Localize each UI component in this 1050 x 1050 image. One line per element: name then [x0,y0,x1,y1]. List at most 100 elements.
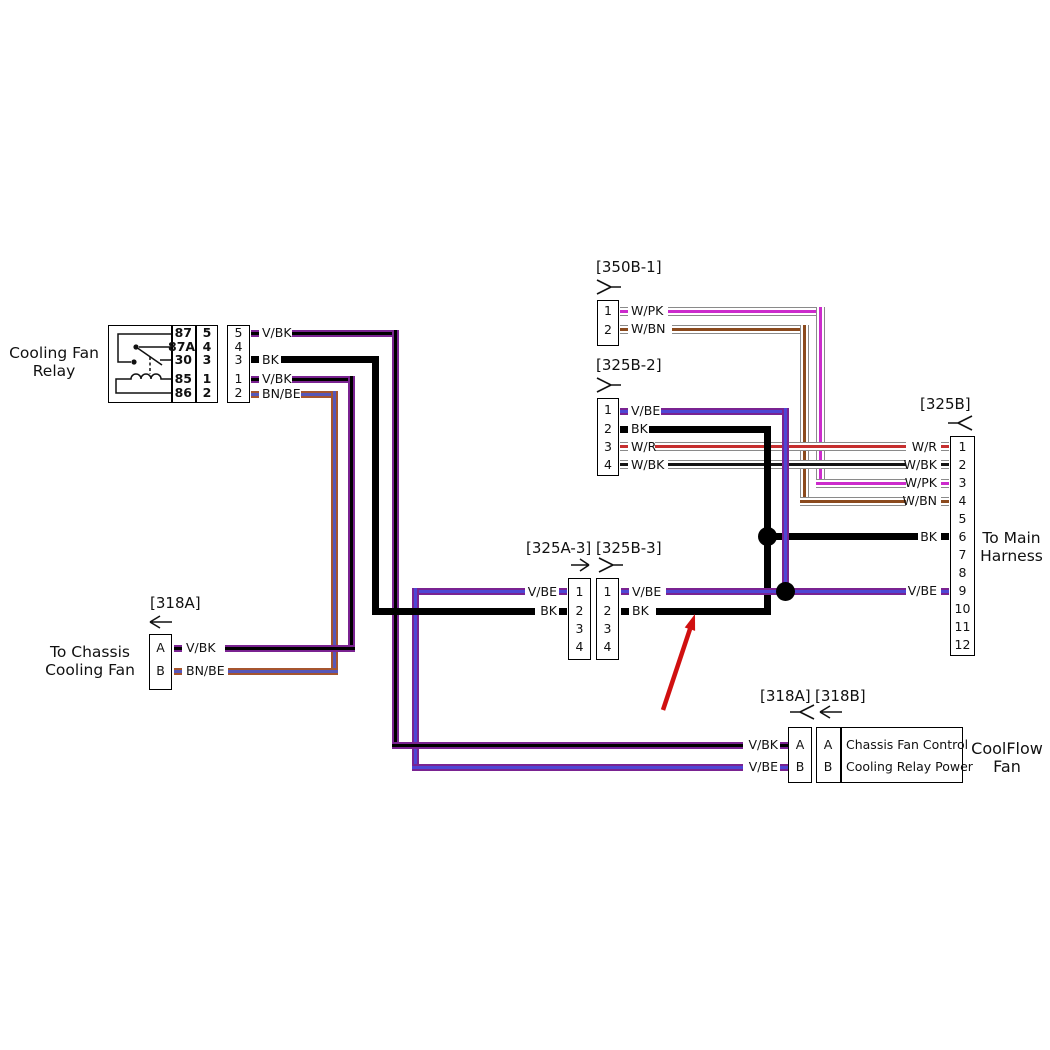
connector-318a-fan-box [788,727,812,783]
c325b-pin-3: 3 [958,475,967,490]
c325b-pin-8: 8 [958,565,967,580]
connector-318b-fan-name: [318B] [815,687,866,705]
connector-350b1-arrow-icon [596,279,621,295]
fan-wire-label-vbe: V/BE [748,759,778,774]
c325b3-pin-3: 3 [603,621,612,636]
relay-symbol [115,333,171,394]
relay-wire-label-bnbe2: BN/BE [262,386,301,401]
relay-terminal-30: 30 [174,352,192,367]
c325b2-wire-label-wbk: W/BK [631,457,665,472]
relay-wire-label-vbk1: V/BK [262,371,292,386]
wire-vbe-left-h2 [412,764,743,771]
wire-bk3-h2 [372,608,535,615]
wire-wbn-h2 [800,497,906,506]
connector-318a-left-arrow-icon [149,615,172,629]
c325b-wire-label-wbn: W/BN [902,493,938,508]
connector-325b-arrow-icon [948,415,973,431]
connector-318a-fan-arrow-icon [790,704,815,720]
wire-bk-junction-v [764,426,771,615]
wire-wpk-h1 [668,307,825,316]
c325a3-stub-vbe [559,588,567,595]
connector-325x3-name: [325A-3] [325B-3] [526,539,662,557]
relay-pin-2: 2 [202,385,212,400]
c325a3-stub-bk [559,608,567,615]
coolflow-line1: CoolFlow [971,739,1043,758]
fan-desc-b: Cooling Relay Power [846,759,973,774]
c325b-stub-wbn [941,497,949,506]
c325b2-pin-4: 4 [604,457,612,472]
relay-conn-5: 5 [234,325,243,340]
connector-318a-left-box [149,634,172,690]
connector-325b3-box [596,578,619,660]
wire-bk3-v [372,356,379,615]
c325b-wire-label-wpk: W/PK [904,475,937,490]
to-chassis-line1: To Chassis [50,643,130,661]
connector-325b2-arrow-icon [596,377,621,393]
to-main-harness-line1: To Main [982,529,1041,547]
to-main-harness-line2: Harness [980,547,1043,565]
junction-dot-bk [758,527,777,546]
c325b-wire-label-vbe: V/BE [907,583,937,598]
c350b1-stub-wbn [620,325,628,334]
c325b-stub-vbe [941,588,949,595]
c325b-pin-1: 1 [958,439,967,454]
c350b1-wire-label-wpk: W/PK [631,303,664,318]
fan-wire-label-vbk: V/BK [748,737,778,752]
c325a3-pin-1: 1 [575,584,584,599]
c318a-stub-vbk [174,645,182,652]
wire-bnbe-v [331,391,338,675]
wire-bk3-h1 [281,356,379,363]
c325b2-pin-3: 3 [604,439,612,454]
connector-318a-left-name: [318A] [150,594,201,612]
c325b2-stub-bk [620,426,628,433]
c325b-stub-wbk [941,460,949,469]
relay-terminal-87a: 87A [168,339,196,354]
c325b2-wire-label-vbe: V/BE [631,403,661,418]
relay-wire-label-bk3: BK [262,352,279,367]
relay-pin-1: 1 [202,371,212,386]
c350b1-wire-label-wbn: W/BN [631,321,666,336]
c325b-pin-5: 5 [958,511,967,526]
c325b-stub-wpk [941,479,949,488]
wire-bk-325b3-h [656,608,771,615]
relay-title-line1: Cooling Fan [9,344,99,362]
c318a-wire-label-bnbe: BN/BE [186,663,225,678]
wire-vbk5-h2 [392,742,743,749]
connector-325b2-box [597,398,619,476]
connector-318b-divider [840,727,842,783]
connector-325b-box [950,436,975,656]
c325b3-pin-2: 2 [603,603,612,618]
c325b2-pin-2: 2 [604,421,612,436]
c350b1-pin-1: 1 [604,303,612,318]
c325b-stub-wr [941,442,949,451]
to-chassis-cooling-fan-label: To Chassis Cooling Fan [35,643,145,679]
relay-divider-2 [195,325,197,403]
c325b2-wire-label-wr: W/R [631,439,657,454]
relay-conn-4: 4 [234,339,243,354]
relay-pin-4: 4 [202,339,212,354]
c325b3-wire-label-vbe: V/BE [632,584,662,599]
wire-vbe-left-v [412,588,419,771]
relay-terminal-85: 85 [174,371,192,386]
c325b3-stub-vbe [621,588,629,595]
connector-325a3-box [568,578,591,660]
wire-vbe-left-h1 [412,588,525,595]
connector-318a-fan-name: [318A] [760,687,811,705]
relay-conn-2: 2 [234,385,243,400]
wire-bnbe-h1 [301,391,338,398]
c325b-wire-label-wbk: W/BK [903,457,937,472]
relay-stub-bk3 [251,356,259,363]
c325b3-stub-bk [621,608,629,615]
wire-wbn-v [800,325,809,506]
relay-wire-label-vbk5: V/BK [262,325,292,340]
c350b1-stub-wpk [620,307,628,316]
c318a-pin-a: A [156,640,165,655]
wire-wpk-h2 [816,479,906,488]
c325b2-pin-1: 1 [604,402,612,417]
relay-box [108,325,218,403]
wire-wbn-h1 [672,325,809,334]
relay-title-line2: Relay [32,362,76,380]
relay-terminal-86: 86 [174,385,192,400]
c350b1-pin-2: 2 [604,322,612,337]
